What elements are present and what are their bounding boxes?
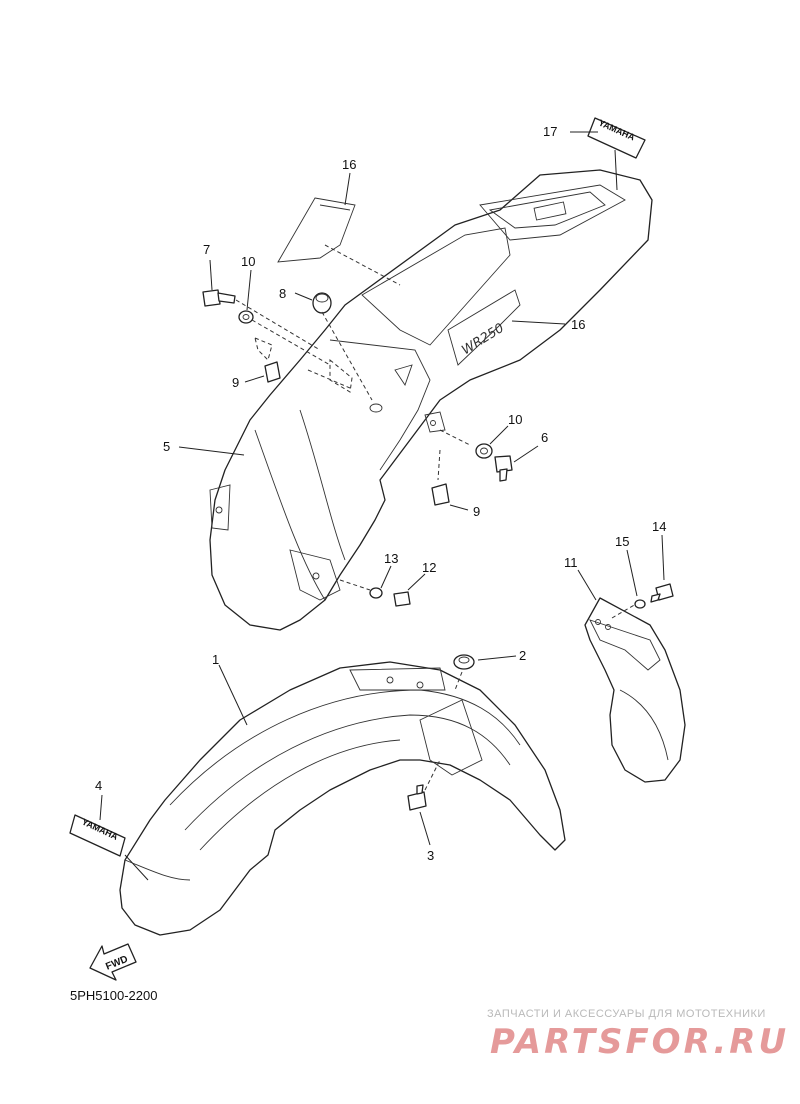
callout-7: 7 [203, 242, 210, 257]
rear-decal: YAMAHA [587, 117, 646, 159]
callout-4: 4 [95, 778, 102, 793]
callout-9-lower: 9 [473, 504, 480, 519]
rear-fender [209, 169, 653, 631]
callout-16-upper: 16 [342, 157, 356, 172]
callout-numbers: 1 2 3 4 5 6 7 8 9 9 10 10 11 12 13 14 15… [95, 124, 666, 863]
callout-3: 3 [427, 848, 434, 863]
washer-13 [369, 587, 383, 599]
mud-flap [584, 597, 686, 783]
callout-12: 12 [422, 560, 436, 575]
callout-2: 2 [519, 648, 526, 663]
screw-12 [393, 591, 411, 607]
bolt-6 [494, 455, 513, 482]
callout-17: 17 [543, 124, 557, 139]
upper-decal-sheet [277, 197, 356, 263]
washer-15 [634, 599, 646, 609]
callout-11: 11 [564, 555, 578, 570]
screw-14 [650, 583, 674, 603]
front-fender [119, 661, 566, 936]
callout-14: 14 [652, 519, 666, 534]
assembly-lines [235, 244, 637, 791]
callout-15: 15 [615, 534, 629, 549]
callout-8: 8 [279, 286, 286, 301]
collar-10-upper [238, 310, 254, 324]
screw-3 [407, 784, 427, 811]
yamaha-decal: YAMAHA [69, 814, 126, 857]
fwd-arrow: FWD [89, 943, 137, 981]
callout-13: 13 [384, 551, 398, 566]
callout-1: 1 [212, 652, 219, 667]
watermark-logo: PARTSFOR.RU [490, 1022, 790, 1062]
diagram-code: 5PH5100-2200 [70, 988, 158, 1003]
callout-10-lower: 10 [508, 412, 522, 427]
nut-9-lower [431, 483, 450, 506]
bolt-7 [202, 289, 236, 307]
collar-10-lower [475, 443, 493, 459]
nut-9-upper [264, 361, 281, 383]
callout-16-lower: 16 [571, 317, 585, 332]
grommet-2 [453, 654, 475, 670]
leader-lines [99, 131, 665, 881]
watermark-tagline: ЗАПЧАСТИ И АКСЕССУАРЫ ДЛЯ МОТОТЕХНИКИ [487, 1008, 766, 1020]
callout-10-upper: 10 [241, 254, 255, 269]
callout-6: 6 [541, 430, 548, 445]
callout-9-upper: 9 [232, 375, 239, 390]
callout-5: 5 [163, 439, 170, 454]
grommet-8 [312, 292, 332, 314]
